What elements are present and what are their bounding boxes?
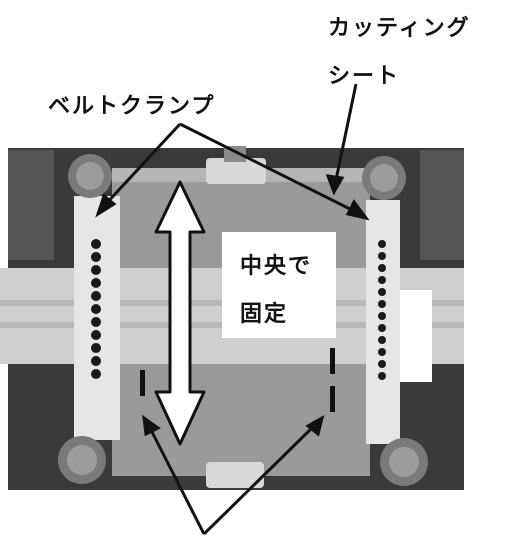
center-fix-label-line2: 固定 bbox=[240, 302, 289, 327]
double-arrow-icon bbox=[154, 180, 206, 446]
cutting-sheet-label-line1: カッティング bbox=[328, 16, 471, 41]
belt-clamp-label: ベルトクランプ bbox=[48, 94, 216, 119]
annotation-arrows bbox=[95, 83, 370, 535]
cutting-sheet-right-edge-1 bbox=[330, 348, 335, 374]
center-callout-box bbox=[222, 232, 336, 338]
knob-top-left bbox=[68, 154, 112, 198]
left-clamp-holes bbox=[91, 239, 101, 379]
knob-top-right bbox=[362, 156, 406, 200]
right-clamp-holes bbox=[378, 240, 386, 380]
bottom-bracket bbox=[206, 462, 264, 488]
frame-right-post bbox=[420, 150, 464, 260]
frame-left-post bbox=[8, 150, 54, 260]
center-fix-label-line1: 中央で bbox=[240, 254, 313, 279]
top-bracket bbox=[206, 158, 266, 184]
knob-bottom-right bbox=[380, 438, 428, 486]
knob-bottom-left bbox=[58, 436, 106, 484]
cutting-sheet-right-edge-2 bbox=[330, 386, 335, 412]
right-clamp-bar bbox=[366, 200, 400, 444]
belt-right-end bbox=[398, 290, 432, 382]
cutting-sheet-left-edge bbox=[140, 370, 145, 396]
cutting-sheet-label-line2: シート bbox=[328, 64, 401, 89]
